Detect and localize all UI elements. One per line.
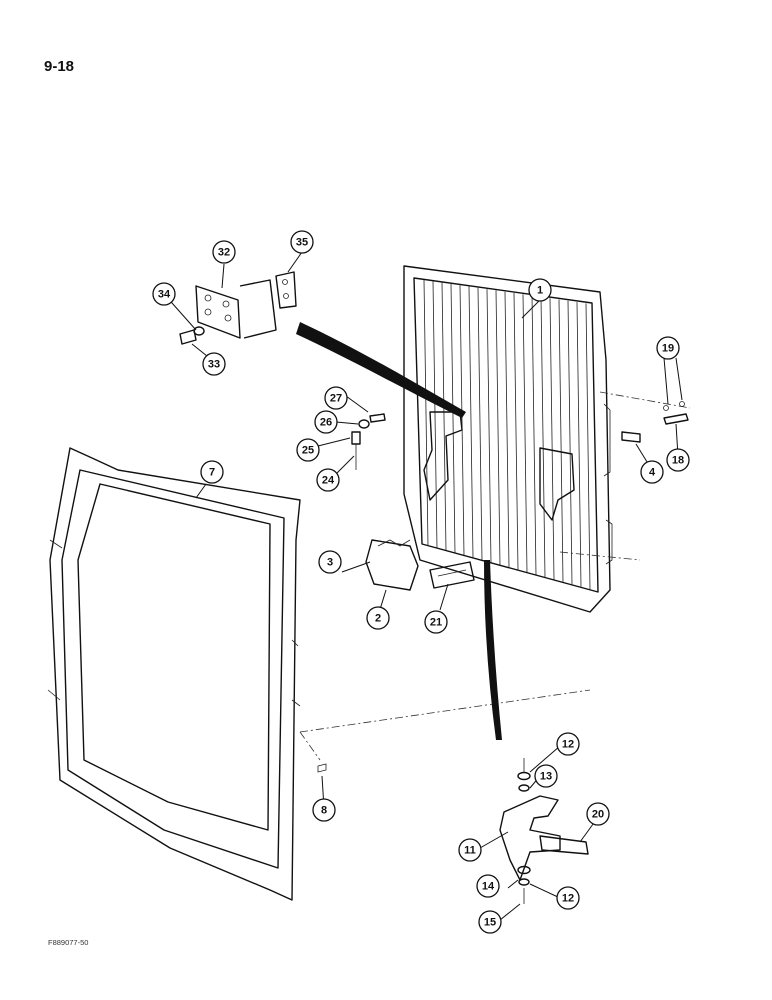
callout-label: 15 bbox=[484, 917, 496, 929]
callout-14: 14 bbox=[476, 874, 500, 898]
pointer-arrow-lower bbox=[484, 560, 502, 740]
page-number: 9-18 bbox=[44, 58, 75, 75]
callout-7: 7 bbox=[200, 460, 224, 484]
front-frame bbox=[47, 447, 301, 901]
callout-18: 18 bbox=[666, 448, 690, 472]
callout-12: 12 bbox=[556, 886, 580, 910]
callout-label: 7 bbox=[209, 467, 215, 479]
callout-label: 24 bbox=[322, 475, 335, 487]
callout-label: 12 bbox=[562, 893, 574, 905]
bolt-8 bbox=[317, 763, 327, 773]
callout-12: 12 bbox=[556, 732, 580, 756]
callout-label: 32 bbox=[218, 247, 230, 259]
callout-label: 13 bbox=[540, 771, 552, 783]
callout-label: 35 bbox=[296, 237, 308, 249]
callout-26: 26 bbox=[314, 410, 338, 434]
figure-code: F889077-50 bbox=[48, 938, 89, 947]
callout-label: 1 bbox=[537, 285, 543, 297]
leader-lines bbox=[163, 251, 683, 921]
clip-bracket bbox=[365, 539, 475, 591]
callout-label: 4 bbox=[649, 467, 656, 479]
callout-3: 3 bbox=[318, 550, 342, 574]
callout-1: 1 bbox=[528, 278, 552, 302]
callout-label: 3 bbox=[327, 557, 333, 569]
callout-label: 12 bbox=[562, 739, 574, 751]
callout-13: 13 bbox=[534, 764, 558, 788]
callout-19: 19 bbox=[656, 336, 680, 360]
mounting-bracket bbox=[195, 271, 297, 339]
callout-11: 11 bbox=[458, 838, 482, 862]
screen-assembly bbox=[403, 265, 613, 613]
callout-2: 2 bbox=[366, 606, 390, 630]
callout-label: 19 bbox=[662, 343, 674, 355]
callout-20: 20 bbox=[586, 802, 610, 826]
callout-label: 11 bbox=[464, 845, 476, 857]
callout-label: 26 bbox=[320, 417, 332, 429]
callout-33: 33 bbox=[202, 352, 226, 376]
callout-24: 24 bbox=[316, 468, 340, 492]
pin-set bbox=[621, 401, 689, 443]
callout-label: 34 bbox=[158, 289, 171, 301]
bolt-and-washer bbox=[179, 326, 205, 345]
hinge-assembly bbox=[499, 758, 589, 904]
callout-label: 20 bbox=[592, 809, 604, 821]
callout-label: 18 bbox=[672, 455, 684, 467]
callout-34: 34 bbox=[152, 282, 176, 306]
callout-35: 35 bbox=[290, 230, 314, 254]
callout-label: 21 bbox=[430, 617, 442, 629]
callout-label: 2 bbox=[375, 613, 381, 625]
callout-label: 27 bbox=[330, 393, 342, 405]
callout-label: 33 bbox=[208, 359, 220, 371]
callout-21: 21 bbox=[424, 610, 448, 634]
callout-4: 4 bbox=[640, 460, 664, 484]
callout-label: 25 bbox=[302, 445, 314, 457]
callout-25: 25 bbox=[296, 438, 320, 462]
fastener-stack bbox=[351, 413, 386, 470]
callout-32: 32 bbox=[212, 240, 236, 264]
callout-15: 15 bbox=[478, 910, 502, 934]
callout-8: 8 bbox=[312, 798, 336, 822]
callout-label: 8 bbox=[321, 805, 327, 817]
callout-label: 14 bbox=[482, 881, 495, 893]
pointer-arrow-upper bbox=[296, 322, 466, 418]
callout-27: 27 bbox=[324, 386, 348, 410]
